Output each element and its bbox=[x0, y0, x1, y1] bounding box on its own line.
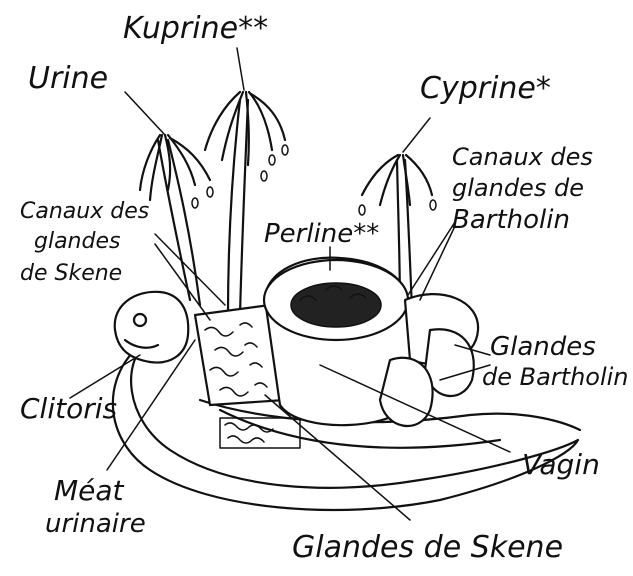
label-glandes-skene: Glandes de Skene bbox=[292, 530, 563, 565]
label-meat-2: urinaire bbox=[45, 509, 146, 539]
label-canaux-skene-2: glandes bbox=[34, 229, 120, 254]
label-canaux-bartholin-3: Bartholin bbox=[452, 205, 570, 235]
label-kuprine: Kuprine** bbox=[123, 11, 268, 46]
label-canaux-skene-1: Canaux des bbox=[20, 199, 149, 224]
label-vagin: Vagin bbox=[522, 448, 600, 481]
label-meat-1: Méat bbox=[54, 474, 125, 507]
label-cyprine: Cyprine* bbox=[420, 71, 551, 106]
clitoris-shape bbox=[115, 292, 189, 363]
label-urine: Urine bbox=[28, 61, 108, 96]
label-canaux-bartholin-1: Canaux des bbox=[452, 143, 593, 171]
label-glandes-bartholin-1: Glandes bbox=[490, 332, 596, 362]
label-perline: Perline** bbox=[264, 219, 379, 249]
label-canaux-skene-3: de Skene bbox=[20, 261, 122, 286]
label-clitoris: Clitoris bbox=[20, 392, 117, 425]
label-canaux-bartholin-2: glandes de bbox=[452, 174, 584, 202]
label-glandes-bartholin-2: de Bartholin bbox=[482, 363, 629, 391]
